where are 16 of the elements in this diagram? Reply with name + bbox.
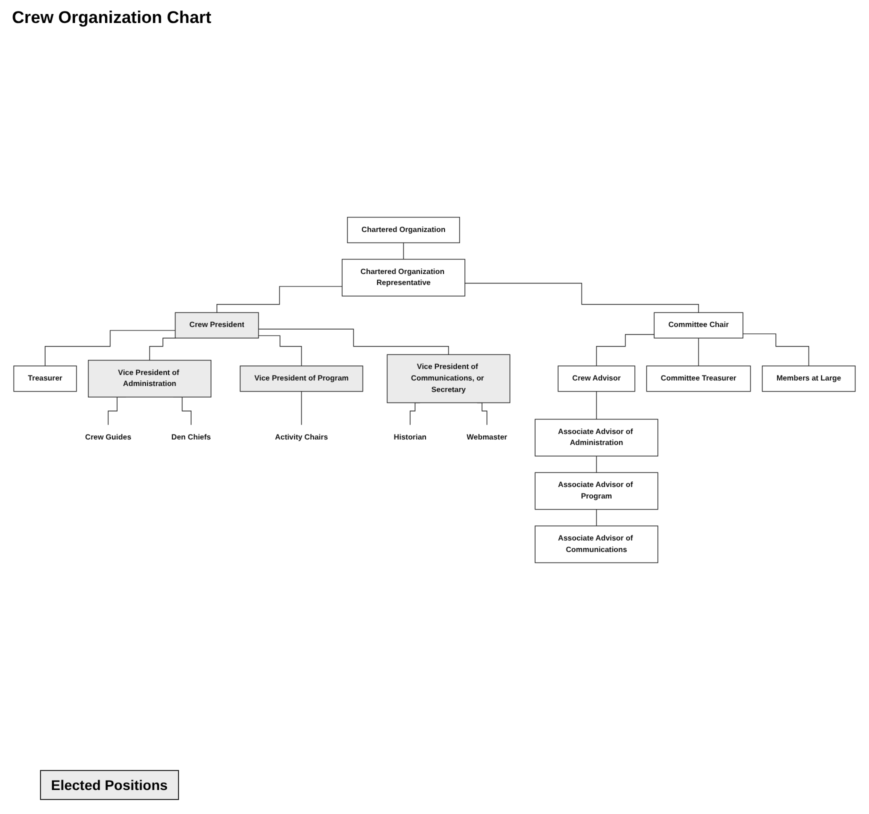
connector — [742, 333, 810, 366]
connector — [596, 391, 597, 420]
connector — [596, 509, 597, 526]
connector — [149, 338, 176, 361]
legend-swatch: Elected Positions — [40, 770, 179, 800]
connector — [216, 286, 343, 313]
connector — [258, 328, 449, 355]
connector — [258, 335, 302, 366]
connector — [403, 242, 404, 260]
chart-title: Crew Organization Chart — [12, 8, 212, 28]
connector — [596, 334, 655, 366]
connector — [596, 456, 597, 473]
connector — [698, 338, 699, 366]
connector — [301, 391, 302, 426]
connector — [44, 330, 176, 366]
connector — [464, 282, 699, 313]
